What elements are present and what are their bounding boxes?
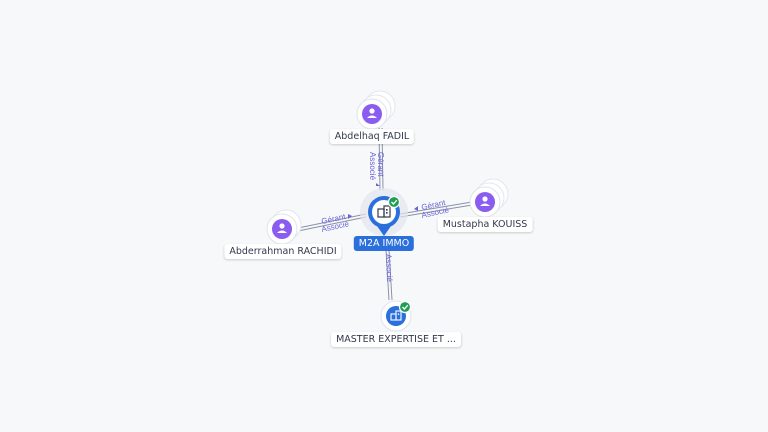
verified-badge-icon <box>387 195 401 209</box>
building-icon <box>390 310 402 321</box>
node-label-master[interactable]: MASTER EXPERTISE ET ... <box>331 332 461 347</box>
node-label-center[interactable]: M2A IMMO <box>353 236 415 251</box>
edge-rachidi[interactable]: Gérant Associé <box>297 212 367 234</box>
edge-label-fadil-2: Associé <box>368 152 377 181</box>
person-icon <box>272 219 292 239</box>
person-icon <box>475 192 495 212</box>
node-fadil[interactable] <box>356 90 396 130</box>
edge-master[interactable]: Associé <box>384 249 394 301</box>
node-label-fadil[interactable]: Abdelhaq FADIL <box>329 129 415 144</box>
verified-badge-icon <box>398 300 412 314</box>
node-label-kouiss[interactable]: Mustapha KOUISS <box>437 217 533 232</box>
edge-label-master-1: Associé <box>384 254 394 283</box>
person-icon <box>362 104 382 124</box>
edge-label-fadil-1: Gérant <box>376 152 385 177</box>
node-center[interactable] <box>360 188 408 236</box>
node-master[interactable] <box>380 300 412 332</box>
node-kouiss[interactable] <box>469 178 509 218</box>
node-rachidi[interactable] <box>266 209 302 245</box>
node-label-rachidi[interactable]: Abderrahman RACHIDI <box>224 244 342 259</box>
building-icon <box>377 205 391 218</box>
